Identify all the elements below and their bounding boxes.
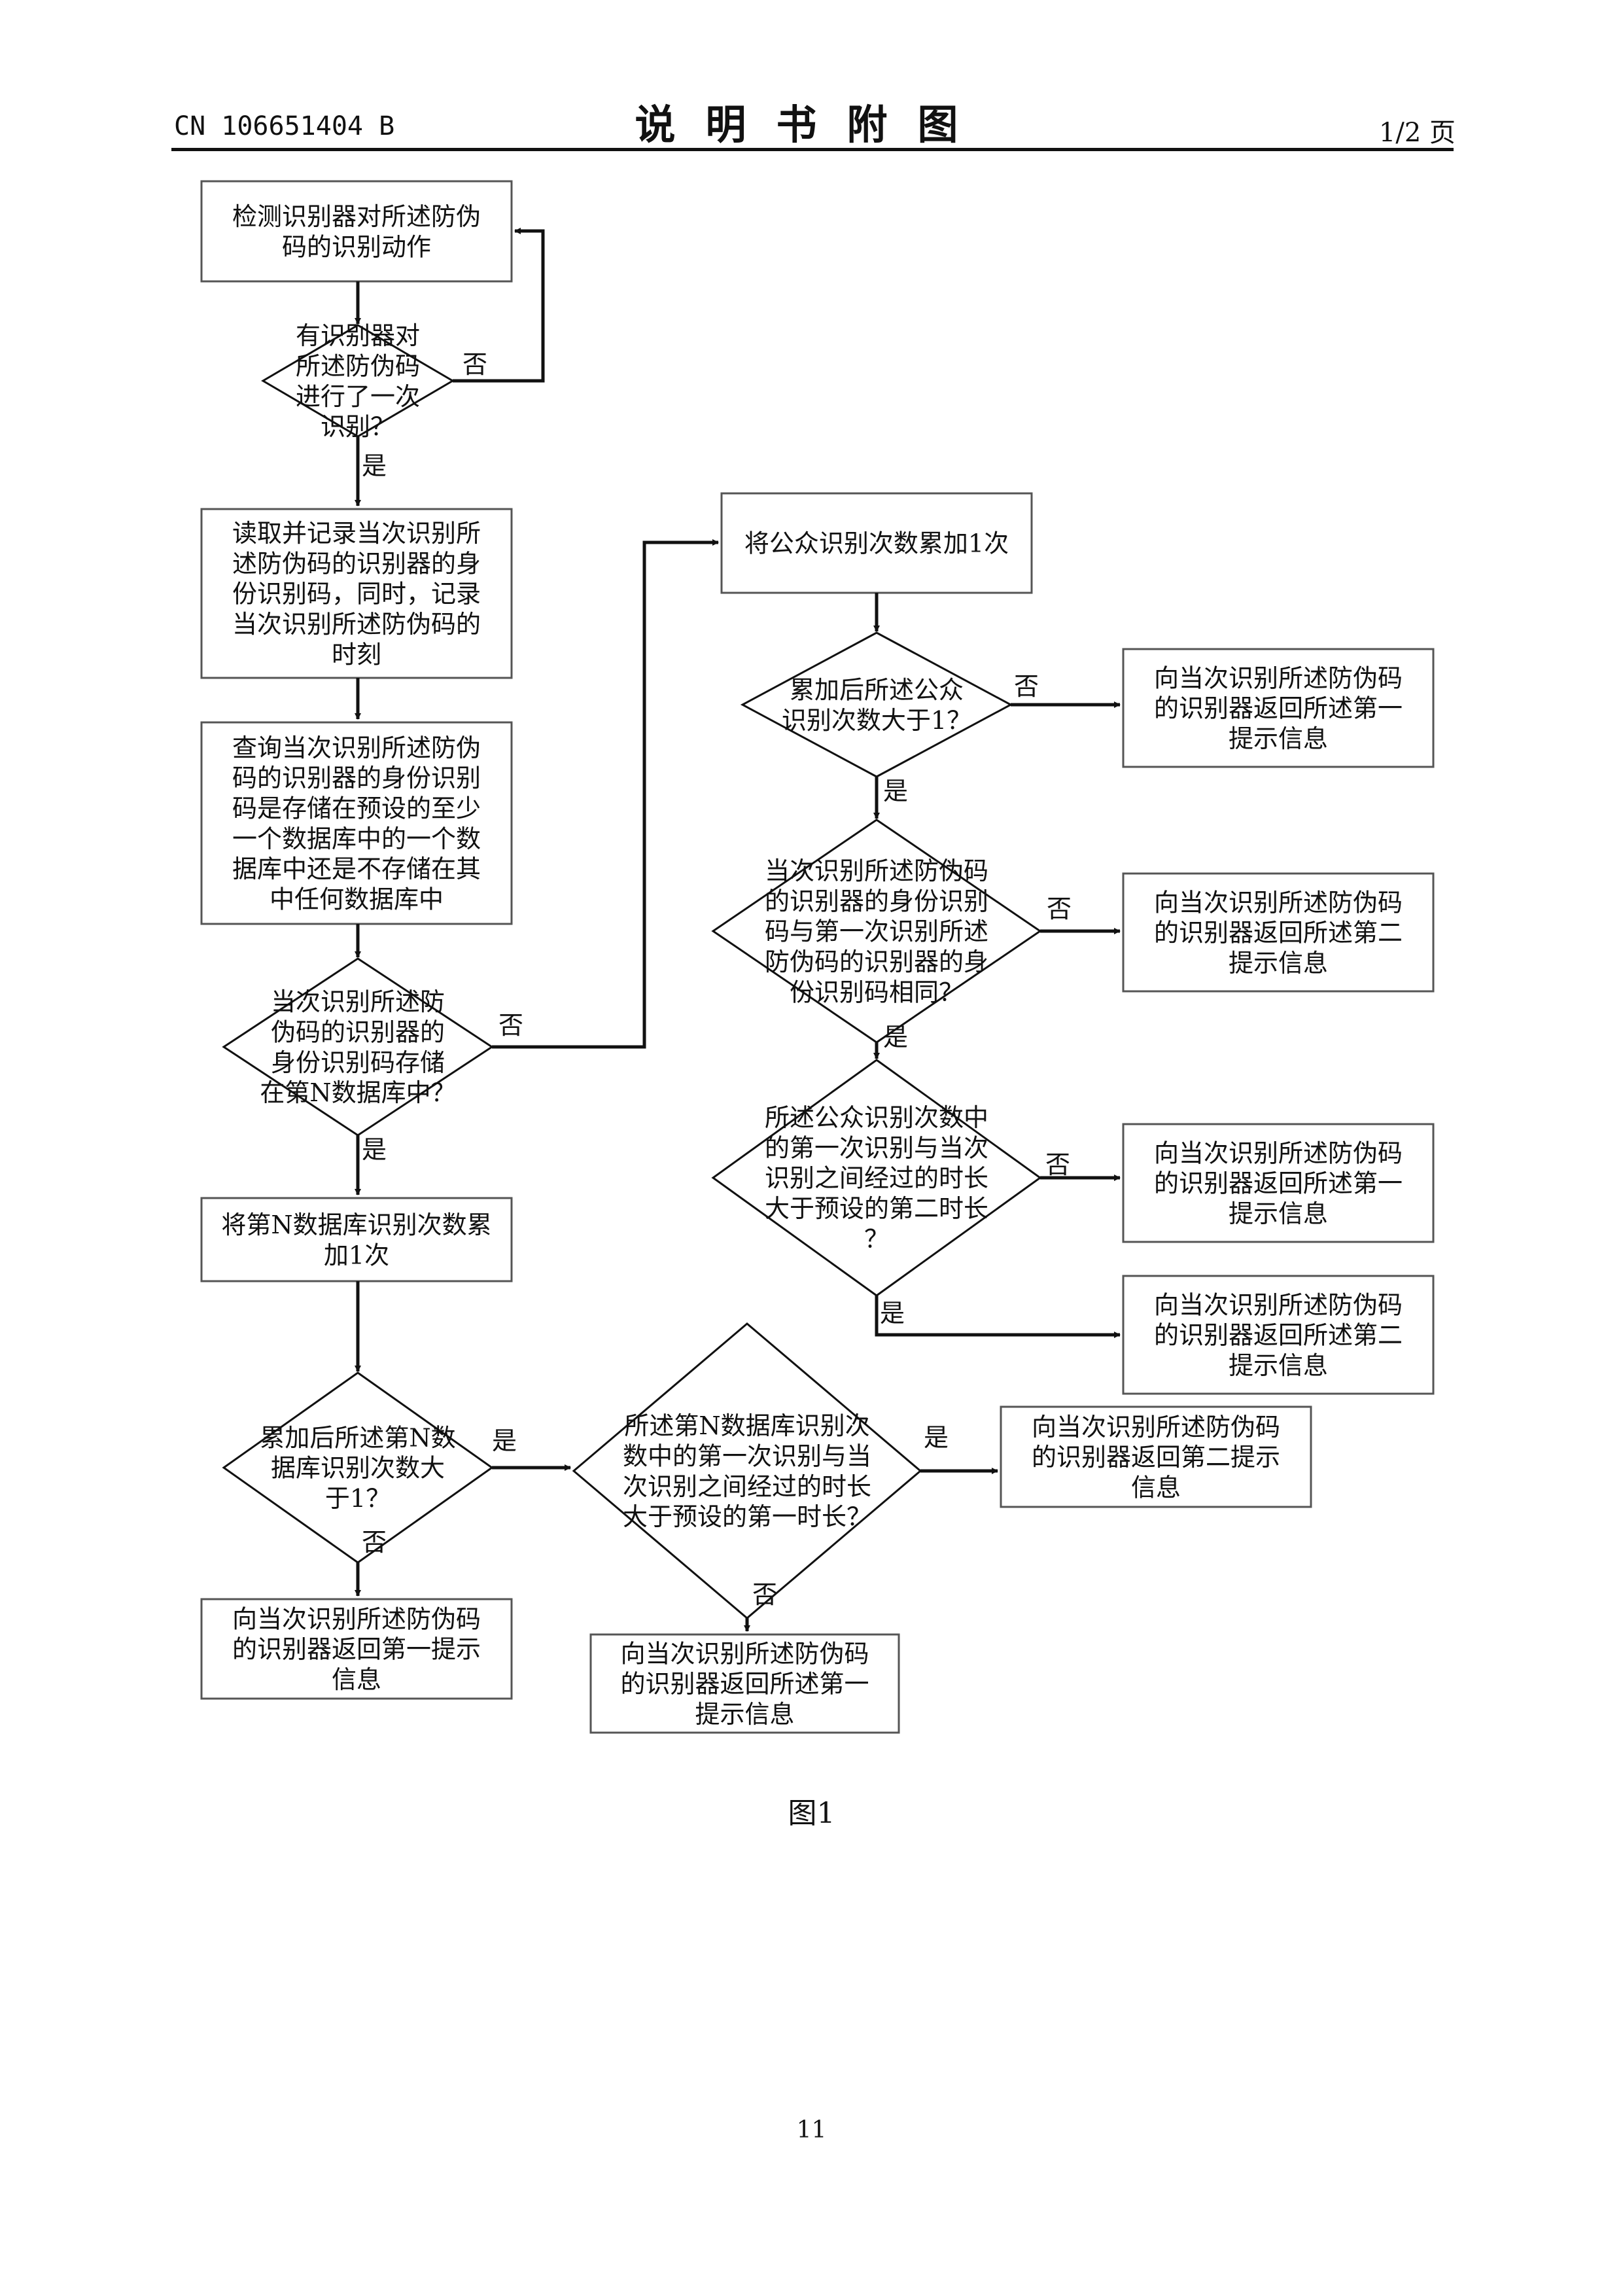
decision-d3-text: 累加后所述第N数据库识别次数大于1？ [260, 1423, 455, 1513]
process-box-first_hint_mid-text: 向当次识别所述防伪码的识别器返回所述第一提示信息 [620, 1639, 869, 1729]
process-box-read [200, 508, 513, 679]
process-box-r_second_1 [1122, 872, 1435, 993]
process-box-query-text: 查询当次识别所述防伪码的识别器的身份识别码是存储在预设的至少一个数据库中的一个数… [232, 733, 481, 914]
process-box-r_second_1-text: 向当次识别所述防伪码的识别器返回所述第二提示信息 [1154, 888, 1403, 978]
edge-label-d2-no: 否 [498, 1011, 523, 1040]
process-box-second_hint_mid-text: 向当次识别所述防伪码的识别器返回第二提示信息 [1032, 1413, 1280, 1502]
arrow-d7-yes [875, 1296, 1121, 1338]
decision-d5-text: 累加后所述公众识别次数大于1？ [782, 676, 971, 735]
page-title: 说明书附图 [635, 101, 988, 149]
arrow-d2-no [492, 539, 719, 1049]
process-box-r_second_2-text: 向当次识别所述防伪码的识别器返回所述第二提示信息 [1154, 1290, 1403, 1380]
process-box-detect-text: 检测识别器对所述防伪码的识别动作 [232, 202, 481, 261]
edge-label-d5-yes: 是 [883, 777, 908, 805]
page-number: 11 [796, 2117, 827, 2144]
process-box-add_public-text: 将公众识别次数累加1次 [744, 529, 1009, 558]
edge-label-d3-no: 否 [362, 1528, 387, 1557]
process-box-second_hint_mid [1000, 1405, 1312, 1508]
edge-label-d5-no: 否 [1014, 672, 1039, 701]
edge-label-d6-no: 否 [1047, 894, 1072, 923]
header-rule [171, 148, 1454, 151]
process-box-first_hint_left-text: 向当次识别所述防伪码的识别器返回第一提示信息 [232, 1604, 481, 1694]
process-box-add_public [720, 492, 1033, 594]
process-box-query [200, 721, 513, 925]
edge-label-d1-no: 否 [462, 350, 487, 379]
edge-label-d4-yes: 是 [924, 1423, 949, 1452]
process-box-add_n [200, 1197, 513, 1282]
edge-label-d2-yes: 是 [362, 1135, 387, 1164]
process-box-r_first_2-text: 向当次识别所述防伪码的识别器返回所述第一提示信息 [1154, 1139, 1403, 1228]
decision-d6-text: 当次识别所述防伪码的识别器的身份识别码与第一次识别所述防伪码的识别器的身份识别码… [765, 857, 988, 1006]
process-box-r_first_1 [1122, 648, 1435, 768]
process-box-read-text: 读取并记录当次识别所述防伪码的识别器的身份识别码，同时，记录当次识别所述防伪码的… [232, 519, 481, 669]
edge-label-d1-yes: 是 [362, 451, 387, 480]
decision-d5 [740, 631, 1013, 778]
decision-d4-text: 所述第N数据库识别次数中的第一次识别与当次识别之间经过的时长大于预设的第一时长？ [623, 1411, 871, 1531]
process-box-r_second_2 [1122, 1275, 1435, 1395]
edge-label-d6-yes: 是 [883, 1023, 908, 1051]
page-of-indicator: 1/2 页 [1378, 118, 1456, 148]
figure-label: 图1 [788, 1797, 835, 1830]
process-box-first_hint_mid [589, 1633, 900, 1734]
arrow-d1-no-loop [453, 228, 545, 383]
process-box-detect [200, 180, 513, 283]
decision-d4 [572, 1322, 922, 1619]
edge-label-d3-yes: 是 [492, 1426, 517, 1455]
decision-d7-text: 所述公众识别次数中的第一次识别与当次识别之间经过的时长大于预设的第二时长？ [765, 1103, 988, 1253]
process-box-add_n-text: 将第N数据库识别次数累加1次 [221, 1210, 491, 1269]
decision-d1-text: 有识别器对所述防伪码进行了一次识别？ [296, 321, 420, 441]
edge-label-d7-no: 否 [1045, 1150, 1070, 1179]
process-box-r_first_2 [1122, 1123, 1435, 1243]
patent-number: CN 106651404 B [174, 111, 395, 141]
process-box-first_hint_left [200, 1598, 513, 1700]
decision-d2 [222, 957, 494, 1137]
edge-label-d7-yes: 是 [880, 1299, 905, 1328]
process-box-r_first_1-text: 向当次识别所述防伪码的识别器返回所述第一提示信息 [1154, 663, 1403, 753]
edge-label-d4-no: 否 [752, 1580, 777, 1609]
decision-d2-text: 当次识别所述防伪码的识别器的身份识别码存储在第N数据库中？ [260, 987, 455, 1107]
